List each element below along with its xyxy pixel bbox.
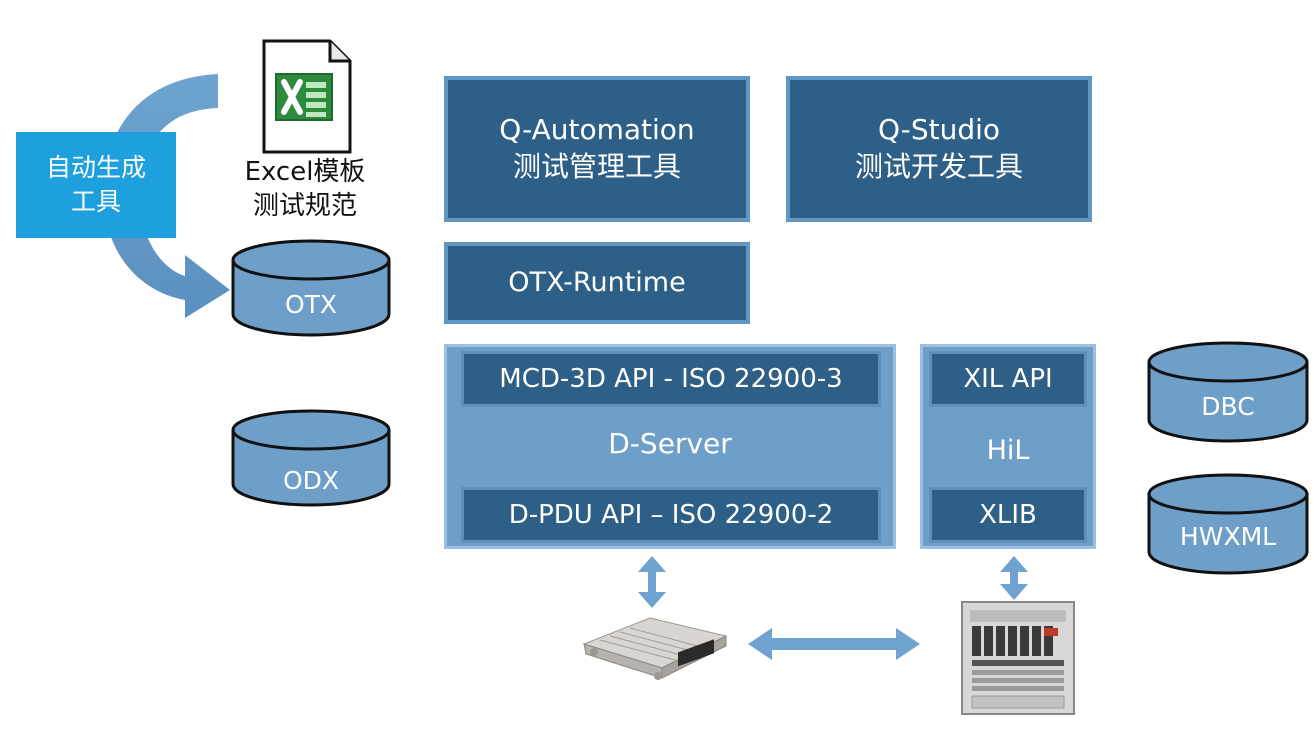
- hwxml-database: HWXML: [1146, 472, 1310, 576]
- hil-label: HiL: [986, 435, 1030, 466]
- hil-rack-image: [961, 601, 1075, 715]
- database-cylinder-icon: [231, 409, 391, 507]
- database-cylinder-icon: [231, 239, 391, 337]
- generator-line1: 自动生成: [45, 153, 146, 183]
- excel-file-icon: [262, 39, 352, 154]
- dbc-database: DBC: [1146, 340, 1310, 444]
- mcd-3d-api-box: MCD-3D API - ISO 22900-3: [461, 351, 881, 407]
- otx-runtime-box: OTX-Runtime: [444, 242, 750, 324]
- xil-api-label: XIL API: [963, 364, 1053, 394]
- d-pdu-api-box: D-PDU API – ISO 22900-2: [461, 487, 881, 543]
- database-cylinder-icon: [1147, 473, 1309, 575]
- q-automation-subtitle: 测试管理工具: [512, 150, 681, 183]
- generator-line2: 工具: [70, 187, 121, 216]
- excel-caption-line1: Excel模板: [244, 157, 366, 187]
- hwxml-label: HWXML: [1179, 522, 1277, 551]
- mcd-3d-api-label: MCD-3D API - ISO 22900-3: [499, 364, 843, 394]
- q-studio-title: Q-Studio: [877, 113, 1001, 147]
- odx-label: ODX: [282, 466, 340, 495]
- q-studio-box: Q-Studio 测试开发工具: [786, 76, 1092, 222]
- q-automation-box: Q-Automation 测试管理工具: [444, 76, 750, 222]
- auto-generation-tool: 自动生成 工具: [16, 132, 176, 238]
- q-automation-title: Q-Automation: [499, 113, 695, 147]
- d-server-label: D-Server: [608, 427, 732, 460]
- d-pdu-api-label: D-PDU API – ISO 22900-2: [508, 500, 834, 530]
- d-server-box: MCD-3D API - ISO 22900-3 D-Server D-PDU …: [444, 344, 896, 549]
- otx-label: OTX: [284, 290, 338, 319]
- d-server-ecu-arrow: [638, 556, 666, 608]
- excel-caption: Excel模板 测试规范: [230, 156, 380, 224]
- otx-database: OTX: [230, 238, 392, 338]
- ecu-unit-image: [582, 617, 728, 680]
- database-cylinder-icon: [1147, 341, 1309, 443]
- hil-box: XIL API HiL XLIB: [920, 344, 1096, 549]
- q-studio-subtitle: 测试开发工具: [854, 150, 1023, 183]
- xlib-label: XLIB: [979, 500, 1037, 530]
- xlib-box: XLIB: [929, 487, 1087, 543]
- otx-runtime-label: OTX-Runtime: [508, 267, 686, 299]
- xil-api-box: XIL API: [929, 351, 1087, 407]
- dbc-label: DBC: [1201, 392, 1255, 421]
- excel-caption-line2: 测试规范: [252, 190, 357, 221]
- hil-rack-arrow: [1000, 556, 1028, 600]
- odx-database: ODX: [230, 408, 392, 508]
- ecu-rack-arrow: [748, 628, 920, 660]
